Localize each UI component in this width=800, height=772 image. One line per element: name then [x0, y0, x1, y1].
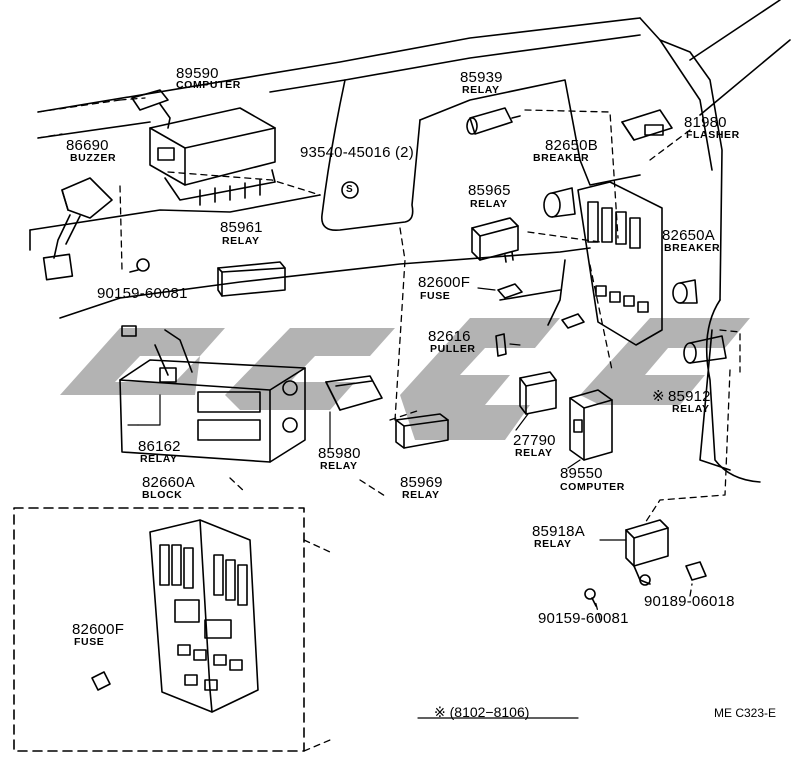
- computer-89550-drawing: [569, 389, 613, 461]
- part-number-89550: 89550: [560, 465, 603, 482]
- part-number-85980: 85980: [318, 445, 361, 462]
- footer-illustration-code: ME C323-E: [714, 706, 777, 720]
- relay-block-panel-drawing: [577, 181, 663, 346]
- footer-applicability-note: ※ (8102−8106): [434, 704, 530, 720]
- relay-85980-drawing: [325, 375, 383, 411]
- part-number-82650A: 82650A: [662, 227, 715, 244]
- breaker-82650B-drawing: [543, 187, 576, 218]
- part-number-82650B: 82650B: [545, 137, 598, 154]
- part-name-27790: RELAY: [515, 447, 553, 459]
- watermark-logo: [60, 318, 750, 440]
- part-name-85912: RELAY: [672, 403, 710, 415]
- leader-dashes: [37, 97, 741, 621]
- part-number-85969: 85969: [400, 474, 443, 491]
- puller-82616-drawing: [495, 333, 507, 357]
- relay-85969-drawing: [395, 413, 449, 449]
- screw-symbol-s: S: [346, 184, 354, 195]
- bolt-90159-top-drawing: [129, 258, 150, 273]
- part-name-82600F-top: FUSE: [420, 290, 451, 302]
- part-name-81980: FLASHER: [686, 129, 740, 141]
- part-number-85965: 85965: [468, 182, 511, 199]
- part-name-82660A: BLOCK: [142, 489, 183, 501]
- part-number-85961: 85961: [220, 219, 263, 236]
- fuse-82600F-top-drawing: [497, 283, 523, 299]
- fuse-block-detail-frame: [13, 507, 305, 752]
- mark-85912: ※: [652, 388, 665, 405]
- relay-27790-drawing: [519, 371, 557, 415]
- bolt-90159-bottom-drawing: [584, 588, 597, 607]
- fuse-82600F-bottom-drawing: [91, 671, 111, 691]
- dashboard-outline: [29, 0, 791, 483]
- clip-90189-drawing: [685, 561, 707, 581]
- part-number-82600F-top: 82600F: [418, 274, 471, 291]
- part-number-90159-top: 90159-60081: [97, 285, 188, 302]
- part-name-85939: RELAY: [462, 84, 500, 96]
- computer-89590-drawing: [131, 89, 276, 206]
- part-number-85918A: 85918A: [532, 523, 585, 540]
- fuse-block-82660A-drawing: [149, 519, 259, 713]
- part-number-85912: 85912: [668, 388, 711, 405]
- part-name-89550: COMPUTER: [560, 481, 625, 493]
- relay-85939-drawing: [466, 107, 521, 135]
- part-number-86690: 86690: [66, 137, 109, 154]
- leader-lines: [127, 287, 627, 719]
- part-name-85980: RELAY: [320, 460, 358, 472]
- audio-unit-drawing: [119, 325, 306, 463]
- part-number-85939: 85939: [460, 69, 503, 86]
- part-name-85965: RELAY: [470, 198, 508, 210]
- part-number-82616: 82616: [428, 328, 471, 345]
- part-name-85969: RELAY: [402, 489, 440, 501]
- relay-85918A-drawing: [625, 519, 669, 586]
- buzzer-86690-drawing: [42, 177, 113, 281]
- fuse-clip-drawing: [561, 313, 585, 329]
- relay-85965-drawing: [471, 217, 519, 263]
- part-number-82600F-bottom: 82600F: [72, 621, 125, 638]
- part-name-82600F-bottom: FUSE: [74, 636, 105, 648]
- part-number-89590: 89590: [176, 65, 219, 82]
- part-number-86162: 86162: [138, 438, 181, 455]
- relay-85961-drawing: [217, 261, 286, 297]
- part-name-85961: RELAY: [222, 235, 260, 247]
- screw-93540-drawing: [341, 181, 359, 199]
- part-number-81980: 81980: [684, 114, 727, 131]
- relay-85912-drawing: [683, 335, 727, 364]
- part-number-90159-bottom: 90159-60081: [538, 610, 629, 627]
- part-number-27790: 27790: [513, 432, 556, 449]
- part-name-82650A: BREAKER: [664, 242, 721, 254]
- part-name-86690: BUZZER: [70, 152, 117, 164]
- breaker-82650A-drawing: [672, 279, 698, 304]
- part-name-89590: COMPUTER: [176, 79, 241, 91]
- part-number-82660A: 82660A: [142, 474, 195, 491]
- part-name-82650B: BREAKER: [533, 152, 590, 164]
- part-name-85918A: RELAY: [534, 538, 572, 550]
- part-name-82616: PULLER: [430, 343, 476, 355]
- part-name-86162: RELAY: [140, 453, 178, 465]
- part-number-93540-45016: 93540-45016 (2): [300, 144, 414, 161]
- flasher-81980-drawing: [621, 109, 673, 141]
- part-number-90189: 90189-06018: [644, 593, 735, 610]
